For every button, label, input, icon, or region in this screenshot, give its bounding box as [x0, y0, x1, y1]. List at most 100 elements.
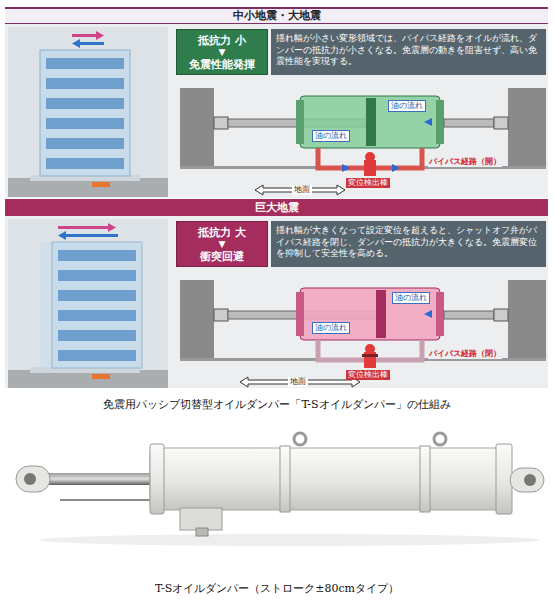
rod: [444, 311, 494, 319]
panel-ground: [5, 216, 548, 388]
cylinder-body: [150, 448, 510, 510]
section-band: 巨大地震: [5, 199, 548, 216]
valve-body: [364, 160, 376, 176]
flow-arrow: [424, 118, 432, 126]
node-text: 衝突回避: [200, 250, 244, 263]
band-ring: [420, 446, 430, 512]
description-box: 揺れ幅が小さい変形領域では、バイパス経路をオイルが流れ、ダンパーの抵抗力が小さく…: [271, 29, 546, 75]
bypass-label: バイパス経路（開）: [428, 156, 502, 167]
cylinder: [300, 96, 440, 148]
damper-figure: [180, 88, 546, 195]
damper-mark: [92, 182, 110, 187]
wall-block: [508, 88, 546, 166]
node-text: 揺れ幅が大きくなって設定変位を超えると、シャットオフ弁がバイパス経路を閉じ、ダン…: [276, 225, 541, 260]
sky: [8, 27, 168, 197]
resistance-box: 抵抗力 小▼免震性能発揮: [176, 29, 268, 75]
damper-mark: [92, 374, 110, 379]
flow-arrow: [342, 164, 350, 172]
panel-ground: [5, 24, 548, 198]
node-text: ▼: [219, 239, 226, 250]
node-text: 揺れ幅が小さい変形領域では、バイパス経路をオイルが流れ、ダンパーの抵抗力が小さく…: [276, 33, 541, 68]
flow-label: 油の流れ: [392, 292, 430, 304]
end-cap: [436, 100, 444, 144]
photo-caption: T-Sオイルダンパー（ストローク±80cmタイプ）: [0, 582, 554, 596]
ground-arrow: [255, 185, 345, 195]
bypass-pipe: [318, 340, 422, 360]
rod-label: 変位検出棒: [346, 178, 390, 188]
building-figure: [8, 27, 168, 197]
end-cap: [296, 292, 304, 336]
flange: [150, 444, 164, 514]
damper-figure: [180, 280, 546, 387]
window-row: [46, 98, 124, 109]
cylinder: [300, 288, 440, 340]
lifting-eye: [294, 433, 306, 445]
wall-block: [180, 280, 214, 358]
sky: [8, 219, 168, 388]
eye-hole: [24, 473, 36, 485]
window-row: [58, 250, 136, 261]
flow-label: 油の流れ: [312, 130, 350, 142]
motion-arrow: [72, 31, 104, 40]
rod: [444, 119, 494, 127]
valve-knob: [196, 528, 208, 536]
figure-caption: 免震用パッシブ切替型オイルダンパー「T-Sオイルダンパー」の仕組み: [0, 398, 554, 412]
window-row: [58, 350, 136, 361]
building: [52, 242, 142, 368]
section-band: 中小地震・大地震: [5, 7, 548, 24]
window-row: [46, 118, 124, 129]
piston: [376, 290, 386, 338]
node-text: ▼: [219, 47, 226, 58]
window-row: [46, 138, 124, 149]
lifting-eye: [434, 433, 446, 445]
end-cap: [296, 100, 304, 144]
flow-arrow: [392, 164, 400, 172]
motion-arrow: [58, 223, 116, 232]
wall-block: [180, 88, 214, 166]
clevis: [214, 309, 228, 321]
window-row: [46, 78, 124, 89]
description-box: 揺れ幅が大きくなって設定変位を超えると、シャットオフ弁がバイパス経路を閉じ、ダン…: [271, 221, 546, 267]
flow-arrow: [424, 310, 432, 318]
wall-block: [508, 280, 546, 358]
node-text: 抵抗力 大: [198, 226, 246, 239]
window-row: [58, 290, 136, 301]
band-ring: [280, 446, 290, 512]
eye-hole: [524, 474, 536, 486]
flow-label: 油の流れ: [312, 322, 350, 334]
rod-label: 変位検出棒: [346, 370, 390, 380]
clevis: [494, 117, 508, 129]
node-text: 免震性能発揮: [189, 58, 255, 71]
window-row: [58, 270, 136, 281]
piston: [366, 98, 376, 146]
bypass-label: バイパス経路（閉）: [428, 348, 502, 359]
rod: [40, 473, 155, 485]
window-row: [46, 58, 124, 69]
node-text: 巨大地震: [255, 201, 299, 215]
building: [40, 50, 130, 176]
resistance-box: 抵抗力 大▼衝突回避: [176, 221, 268, 267]
shadow: [40, 534, 540, 546]
ground-arrow: [240, 377, 360, 387]
motion-arrow: [72, 39, 104, 48]
ground-label: 地面: [292, 185, 312, 195]
clevis: [494, 309, 508, 321]
damper-photo: [16, 433, 544, 546]
node-text: 抵抗力 小: [198, 34, 246, 47]
motion-arrow: [58, 231, 118, 240]
node-text: 中小地震・大地震: [233, 9, 321, 23]
flow-label: 油の流れ: [388, 100, 426, 112]
ground-label: 地面: [288, 377, 308, 387]
end-cap: [436, 292, 444, 336]
valve-gate: [362, 354, 378, 357]
window-row: [46, 158, 124, 169]
building-figure: [8, 219, 168, 388]
window-row: [58, 330, 136, 341]
valve-block: [180, 508, 222, 530]
clevis-eye: [510, 468, 544, 492]
clevis: [214, 117, 228, 129]
clevis-eye: [16, 466, 50, 492]
window-row: [58, 310, 136, 321]
